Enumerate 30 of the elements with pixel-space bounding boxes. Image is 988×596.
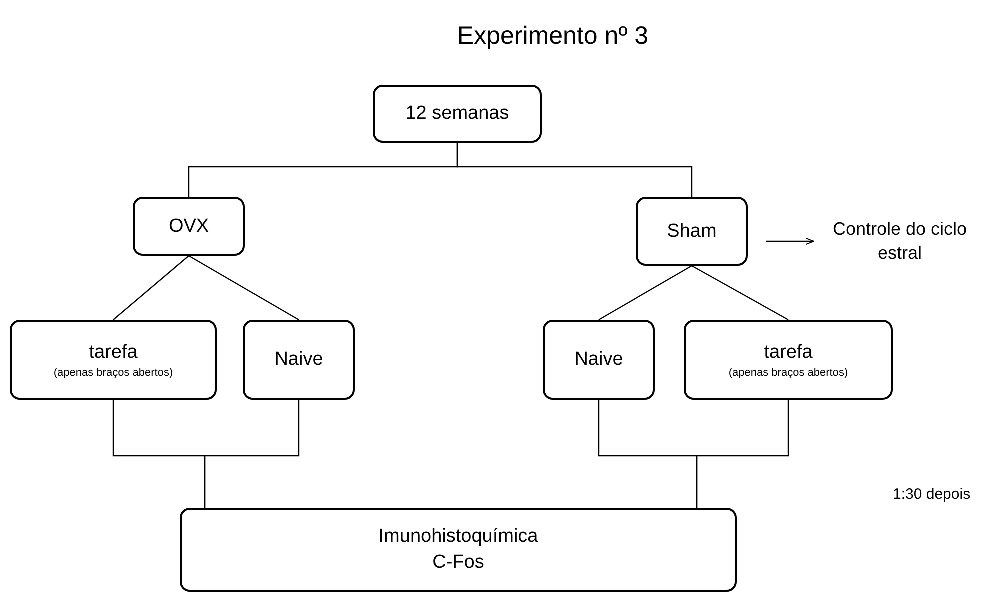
process-box [636,197,748,266]
connector-line [692,265,789,321]
box-label: OVX [168,214,210,239]
connector-line [696,400,790,508]
connector-line [598,265,692,321]
process-box [10,320,217,400]
box-label: Naive [574,348,624,372]
process-box [243,320,355,400]
process-box [373,85,542,143]
connector-line [188,255,300,321]
connector-line [113,256,190,320]
process-box [684,320,893,400]
box-label: C-Fos [432,551,484,575]
diagram-title: Experimento nº 3 [456,22,650,51]
box-sublabel: (apenas braços abertos) [728,366,848,380]
time-note: 1:30 depois [893,486,971,503]
box-label: Naive [274,348,324,372]
connector-line [456,143,693,197]
arrow [766,238,814,246]
process-box [543,320,655,400]
process-box [133,197,245,256]
box-label: tarefa [764,341,813,366]
process-box [180,508,737,592]
box-label: 12 semanas [406,102,510,126]
box-sublabel: (apenas braços abertos) [54,366,174,380]
box-label: tarefa [89,341,138,366]
box-label: Sham [667,220,717,244]
box-label: Imunohistoquímica [378,525,538,550]
box-label: Controle do ciclo estral [832,218,968,265]
connector-line [204,400,300,508]
